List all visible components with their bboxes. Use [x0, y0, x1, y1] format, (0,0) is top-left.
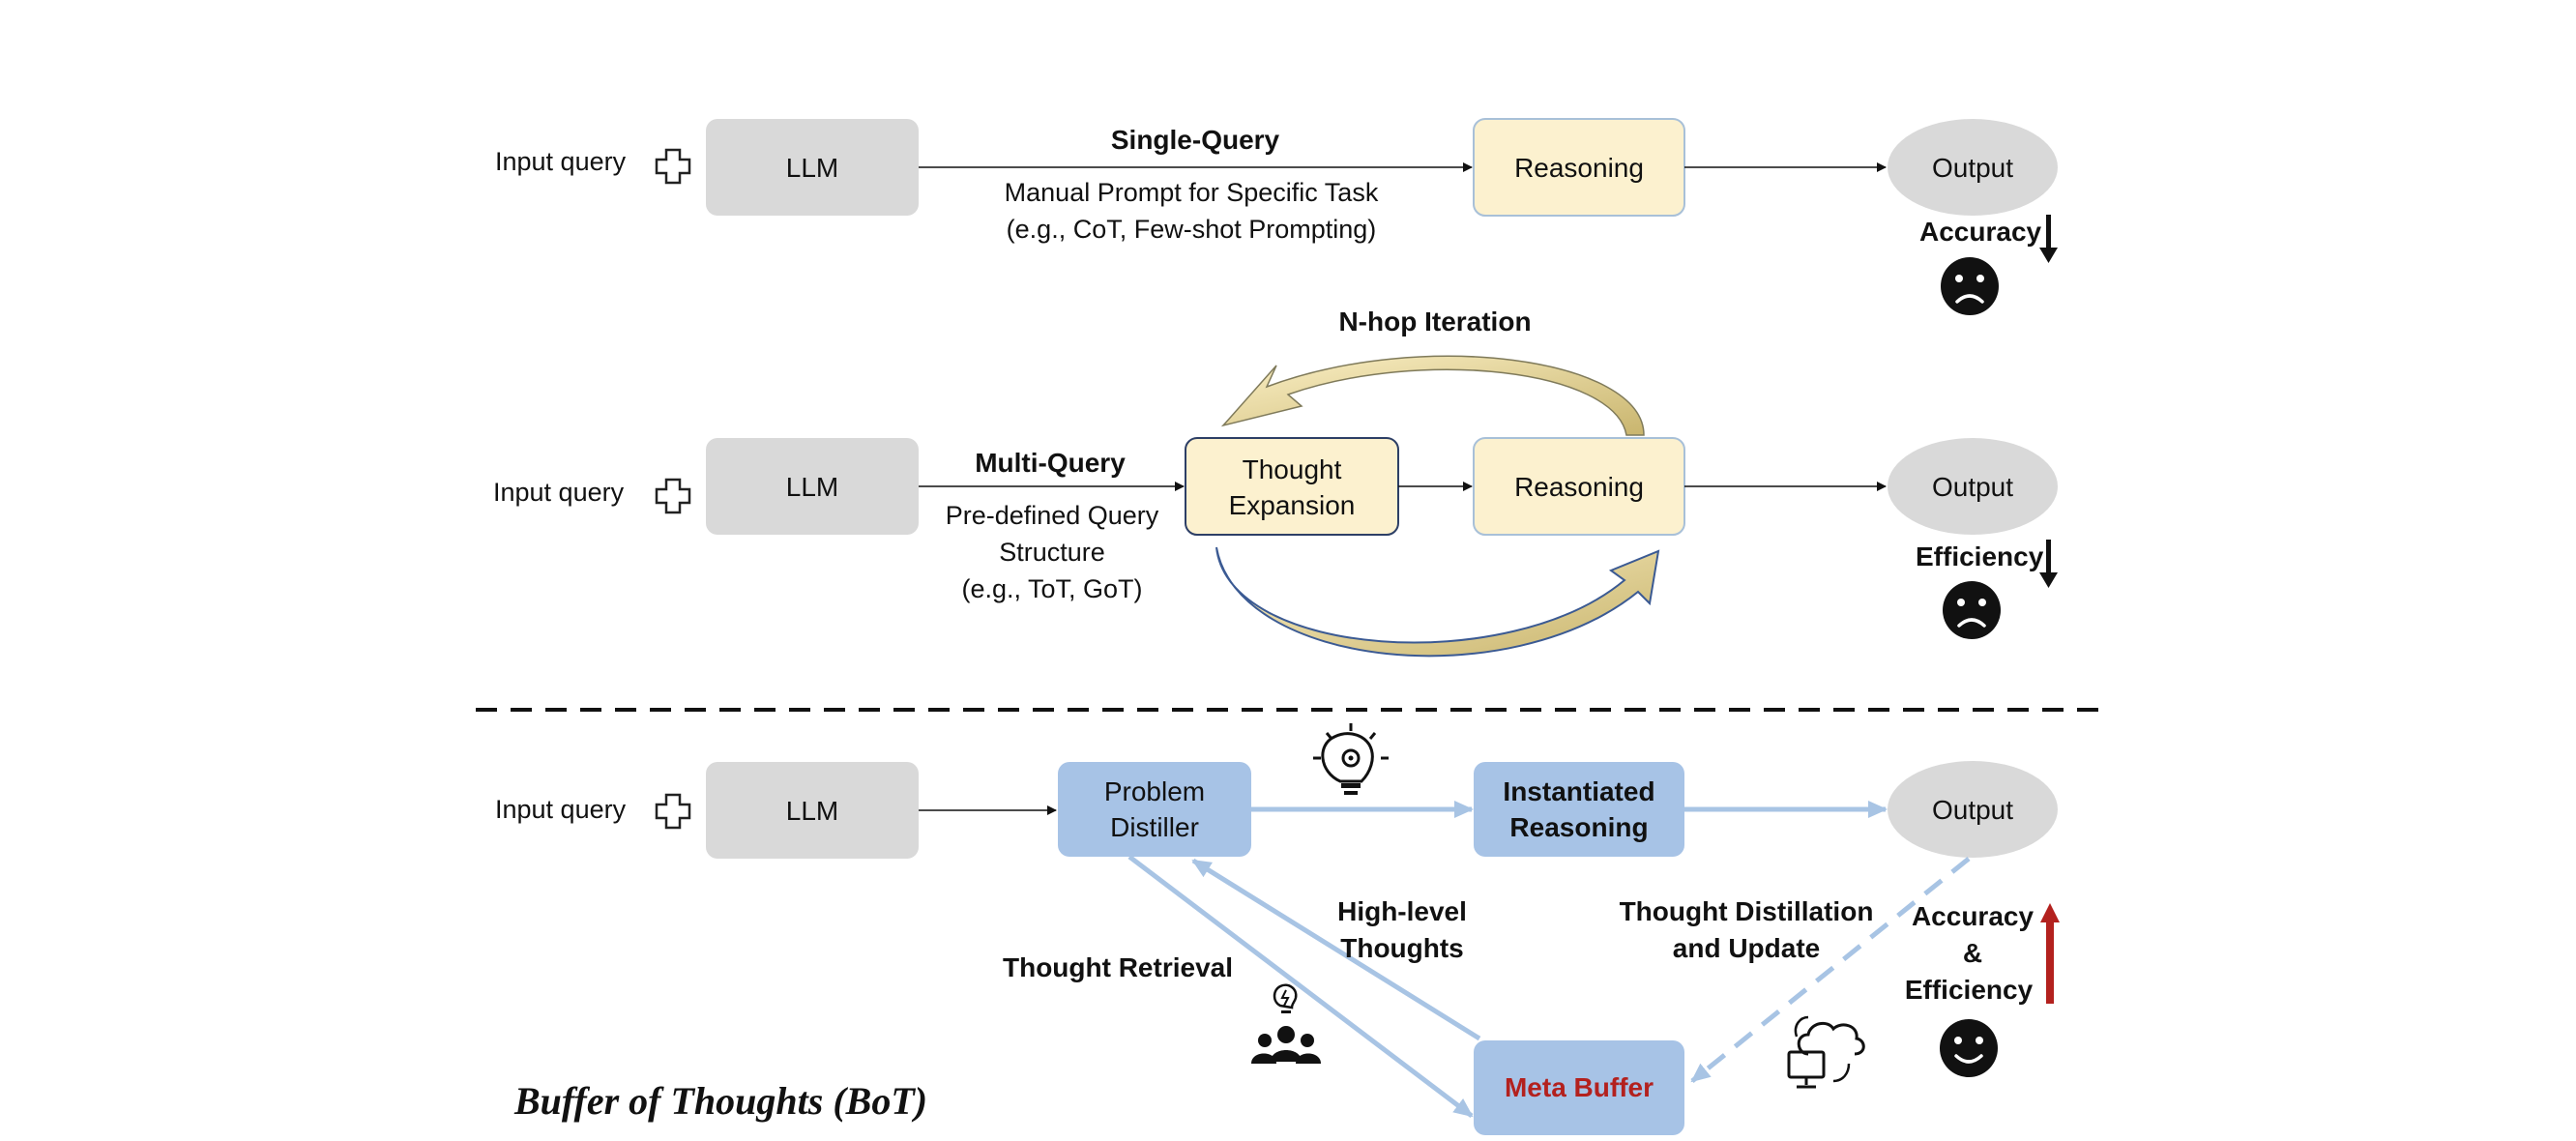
problem-distiller-box: Problem Distiller — [1058, 762, 1251, 857]
single-query-label: Single-Query — [1111, 125, 1280, 155]
output-ellipse: Output — [1888, 119, 2058, 216]
plus-icon — [655, 148, 691, 185]
row-buffer-of-thoughts: Input query LLM Problem Distiller — [495, 723, 2060, 1135]
input-query-label: Input query — [493, 478, 625, 507]
efficiency-label: Efficiency — [1916, 541, 2044, 571]
n-hop-iteration-label: N-hop Iteration — [1338, 307, 1531, 336]
llm-box: LLM — [706, 762, 919, 859]
sad-face-icon — [1941, 257, 1999, 315]
predefined-query-text: Pre-defined Query — [946, 501, 1159, 530]
instantiated-reasoning-box: Instantiated Reasoning — [1474, 762, 1684, 857]
output-label: Output — [1932, 472, 2013, 502]
distill-update-line1: Thought Distillation — [1620, 896, 1874, 926]
structure-text: Structure — [999, 538, 1105, 567]
tot-got-text: (e.g., ToT, GoT) — [961, 574, 1142, 603]
down-arrow-icon — [2039, 540, 2058, 588]
accuracy-label: Accuracy — [1919, 217, 2042, 247]
high-level-thoughts-line2: Thoughts — [1340, 933, 1464, 963]
plus-icon — [655, 478, 691, 514]
problem-distiller-line2: Distiller — [1110, 812, 1199, 842]
output-label: Output — [1932, 795, 2013, 825]
thought-expansion-box: Thought Expansion — [1185, 437, 1399, 536]
instantiated-reasoning-line1: Instantiated — [1503, 776, 1654, 806]
manual-prompt-text: Manual Prompt for Specific Task — [1005, 178, 1379, 207]
reasoning-label: Reasoning — [1514, 153, 1644, 183]
distill-update-line2: and Update — [1673, 933, 1820, 963]
reasoning-box: Reasoning — [1473, 437, 1685, 536]
multi-query-label: Multi-Query — [975, 448, 1126, 478]
llm-label: LLM — [786, 472, 838, 502]
bot-title: Buffer of Thoughts (BoT) — [513, 1079, 927, 1123]
output-label: Output — [1932, 153, 2013, 183]
cloud-sync-icon — [1787, 1015, 1865, 1089]
problem-distiller-line1: Problem — [1104, 776, 1205, 806]
high-level-thoughts-line1: High-level — [1337, 896, 1467, 926]
down-arrow-icon — [2039, 215, 2058, 263]
llm-box: LLM — [706, 438, 919, 535]
llm-box: LLM — [706, 119, 919, 216]
meta-buffer-label: Meta Buffer — [1505, 1072, 1654, 1102]
llm-label: LLM — [786, 153, 838, 183]
thought-expansion-line2: Expansion — [1229, 490, 1356, 520]
plus-icon — [655, 793, 691, 830]
up-arrow-icon — [2040, 903, 2060, 1004]
row-single-query: Input query LLM Single-Query Manual Prom… — [495, 118, 2058, 315]
llm-label: LLM — [786, 796, 838, 826]
cot-examples-text: (e.g., CoT, Few-shot Prompting) — [1007, 215, 1377, 244]
meta-buffer-box: Meta Buffer — [1474, 1040, 1684, 1135]
team-idea-icon — [1251, 983, 1321, 1064]
lightbulb-gear-icon — [1313, 723, 1389, 795]
thought-retrieval-arrow — [1127, 855, 1474, 1118]
sad-face-icon — [1943, 581, 2001, 639]
bottom-iteration-arrow — [1215, 546, 1660, 658]
input-query-label: Input query — [495, 147, 627, 176]
accuracy-efficiency-line3: Efficiency — [1905, 975, 2034, 1005]
reasoning-box: Reasoning — [1473, 118, 1685, 217]
output-ellipse: Output — [1888, 438, 2058, 535]
accuracy-efficiency-line1: Accuracy — [1912, 901, 2034, 931]
high-level-thoughts-arrow — [1191, 858, 1481, 1041]
output-ellipse: Output — [1888, 761, 2058, 858]
happy-face-icon — [1940, 1019, 1998, 1077]
reasoning-label: Reasoning — [1514, 472, 1644, 502]
instantiated-reasoning-line2: Reasoning — [1509, 812, 1648, 842]
accuracy-efficiency-line2: & — [1963, 938, 1982, 968]
input-query-label: Input query — [495, 795, 627, 824]
thought-retrieval-label: Thought Retrieval — [1003, 952, 1233, 982]
thought-expansion-line1: Thought — [1243, 454, 1342, 484]
row-multi-query: N-hop Iteration Input query LLM Multi-Qu… — [493, 307, 2058, 658]
top-iteration-arrow — [1220, 355, 1645, 436]
distillation-update-arrow — [1690, 857, 1971, 1083]
